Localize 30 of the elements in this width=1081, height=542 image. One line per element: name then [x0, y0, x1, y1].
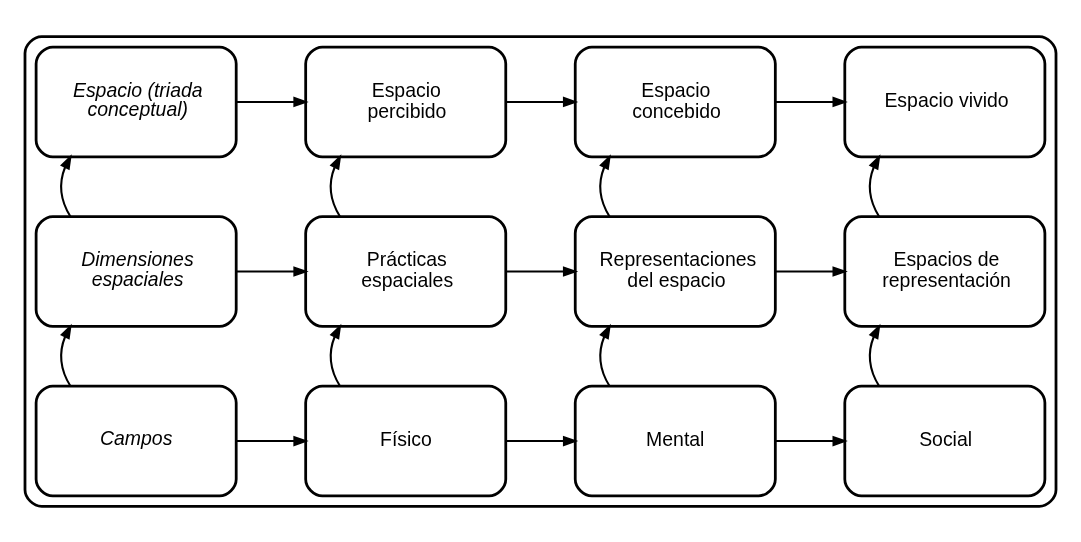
arrow [60, 323, 72, 387]
node-box: Campos [34, 384, 238, 497]
cluster [23, 34, 1058, 508]
node-box: Espacio concebido [573, 45, 777, 158]
arrow [775, 265, 848, 277]
arrow [329, 323, 342, 387]
node-box: Espacio (triada conceptual) [34, 45, 238, 158]
arrow [506, 265, 579, 277]
node-box: Representaciones del espacio [573, 214, 777, 328]
arrow [506, 96, 579, 107]
arrow [775, 435, 848, 446]
arrow [868, 153, 881, 217]
node-box: Espacio vivido [843, 45, 1047, 158]
node-box: Prácticas espaciales [304, 214, 508, 328]
arrow [599, 153, 611, 217]
node-box: Físico [304, 384, 508, 497]
node-box: Dimensiones espaciales [34, 214, 238, 328]
node-box: Mental [573, 384, 777, 497]
arrow [60, 153, 72, 217]
node-box: Espacio percibido [304, 45, 508, 158]
arrow [236, 96, 309, 107]
node-box: Social [843, 384, 1047, 497]
arrow [329, 153, 342, 217]
node-box: Espacios de representación [843, 214, 1047, 328]
arrow [775, 96, 848, 107]
arrow [236, 435, 309, 446]
arrow [236, 265, 309, 277]
arrow [868, 323, 881, 387]
arrow [506, 435, 579, 446]
arrow [599, 323, 611, 387]
